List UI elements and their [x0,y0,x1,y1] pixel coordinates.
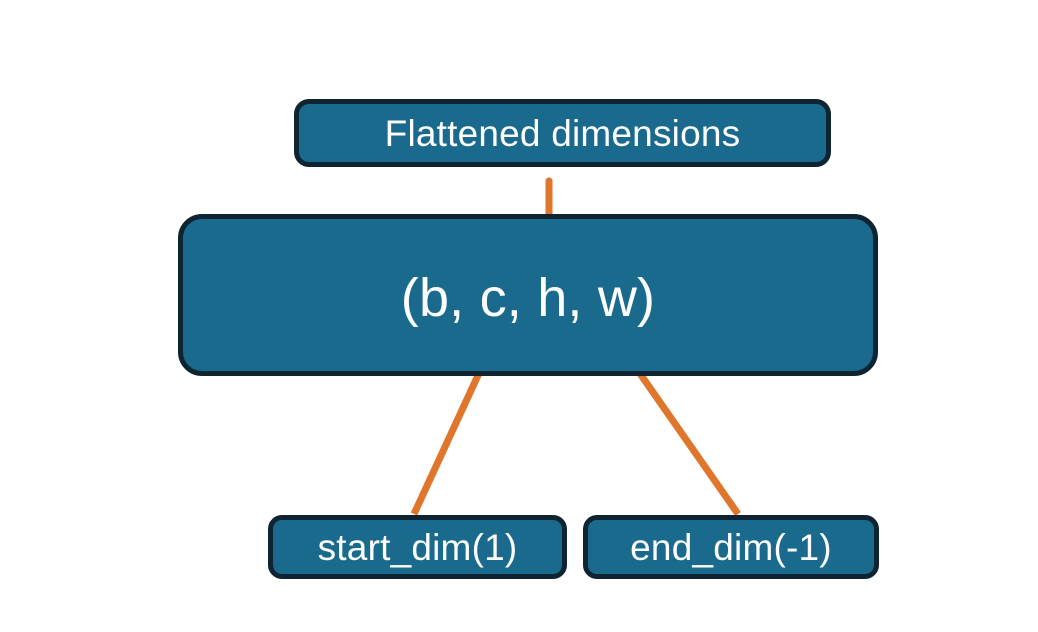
end-dim-label: end_dim(-1) [630,526,832,568]
start-dim-label: start_dim(1) [317,526,518,568]
flattened-dimensions-box: Flattened dimensions [294,99,831,167]
tensor-shape-box: (b, c, h, w) [178,214,878,376]
tensor-shape-label: (b, c, h, w) [400,268,656,328]
start-dim-box: start_dim(1) [268,515,567,579]
flattened-dimensions-label: Flattened dimensions [384,112,741,154]
end-dim-box: end_dim(-1) [583,515,879,579]
